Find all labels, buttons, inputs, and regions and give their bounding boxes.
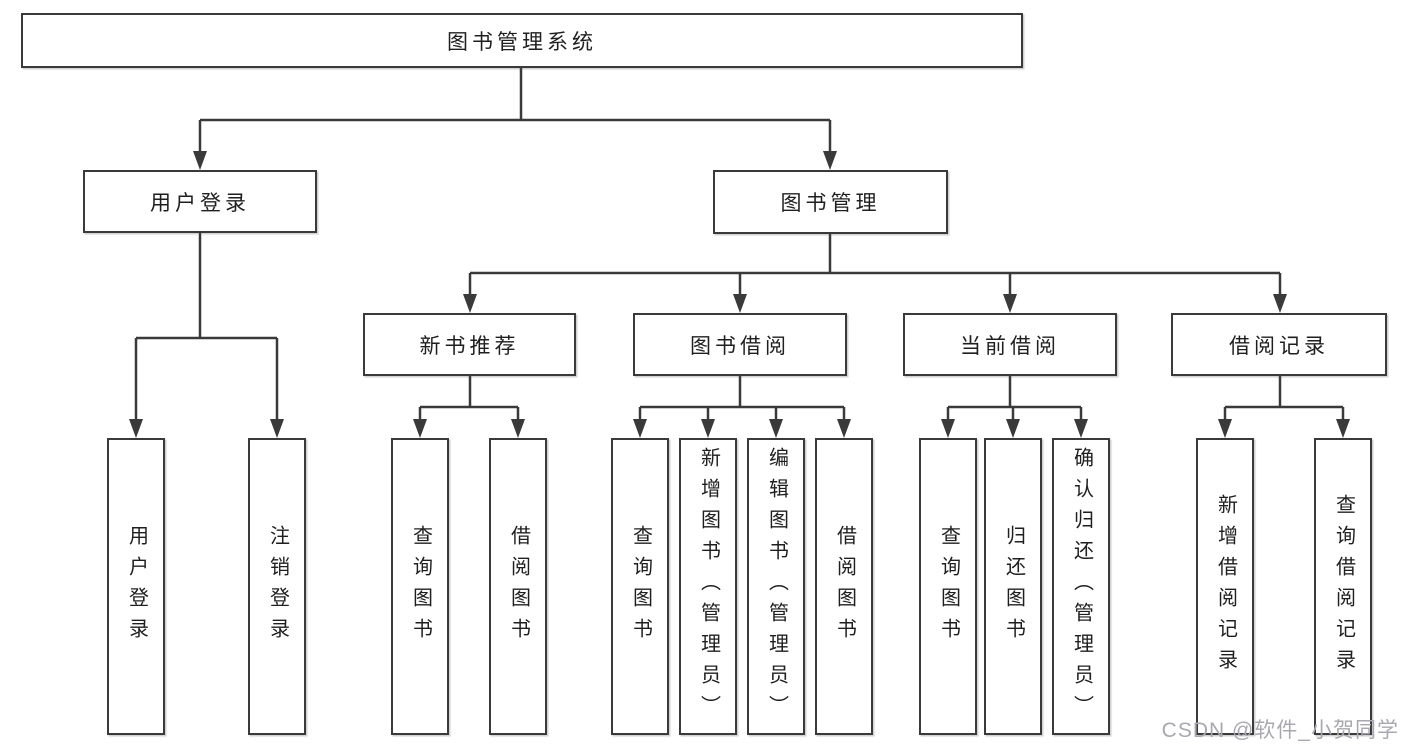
node-borrow-records: 借阅记录 bbox=[1171, 313, 1387, 376]
node-label: 查询图书 bbox=[409, 524, 432, 649]
node-confirm-return-admin: 确认归还（管理员） bbox=[1052, 438, 1110, 735]
node-label: 用户登录 bbox=[150, 191, 250, 215]
connector-new-book-recommend-children bbox=[418, 375, 520, 422]
node-label: 用户登录 bbox=[125, 524, 148, 649]
node-library-management-system: 图书管理系统 bbox=[21, 13, 1023, 68]
node-return-book: 归还图书 bbox=[984, 438, 1042, 735]
node-recommend-query-book: 查询图书 bbox=[391, 438, 449, 735]
node-recommend-borrow-book: 借阅图书 bbox=[489, 438, 547, 735]
node-label: 当前借阅 bbox=[960, 334, 1060, 358]
node-user-login: 用户登录 bbox=[83, 170, 317, 233]
node-label: 借阅图书 bbox=[507, 524, 530, 649]
node-add-book-admin: 新增图书（管理员） bbox=[679, 438, 737, 735]
node-borrow-query-book: 查询图书 bbox=[611, 438, 669, 735]
connector-borrow-records-children bbox=[1223, 375, 1345, 422]
node-label: 确认归还（管理员） bbox=[1070, 447, 1093, 726]
node-label: 查询图书 bbox=[629, 524, 652, 649]
node-label: 图书借阅 bbox=[690, 334, 790, 358]
node-logout-action: 注销登录 bbox=[248, 438, 306, 735]
csdn-watermark: CSDN @软件_小贺同学 bbox=[1161, 719, 1399, 742]
node-user-login-action: 用户登录 bbox=[107, 438, 165, 735]
node-book-borrow: 图书借阅 bbox=[633, 313, 847, 376]
node-new-book-recommend: 新书推荐 bbox=[363, 313, 576, 376]
node-label: 注销登录 bbox=[266, 524, 289, 649]
node-label: 借阅记录 bbox=[1229, 334, 1329, 358]
node-label: 新增借阅记录 bbox=[1214, 493, 1237, 680]
node-label: 归还图书 bbox=[1002, 524, 1025, 649]
connector-book-borrow-children bbox=[638, 375, 846, 422]
connector-user-login-children bbox=[134, 233, 279, 422]
connector-root-to-level2 bbox=[198, 68, 832, 154]
node-label: 图书管理 bbox=[780, 192, 881, 215]
node-label: 借阅图书 bbox=[833, 524, 856, 649]
node-add-borrow-record: 新增借阅记录 bbox=[1196, 438, 1254, 735]
node-label: 新书推荐 bbox=[419, 334, 520, 358]
node-borrow-book-action: 借阅图书 bbox=[815, 438, 873, 735]
node-label: 查询图书 bbox=[937, 524, 960, 649]
node-label: 图书管理系统 bbox=[447, 30, 597, 54]
node-book-management: 图书管理 bbox=[713, 170, 948, 234]
node-label: 查询借阅记录 bbox=[1332, 493, 1355, 680]
node-current-borrow: 当前借阅 bbox=[903, 313, 1117, 376]
arrowheads bbox=[129, 151, 1350, 438]
node-label: 新增图书（管理员） bbox=[697, 447, 720, 726]
connector-current-borrow-children bbox=[946, 375, 1083, 422]
node-current-query-book: 查询图书 bbox=[919, 438, 977, 735]
node-query-borrow-record: 查询借阅记录 bbox=[1314, 438, 1372, 735]
connector-book-management-children bbox=[468, 234, 1282, 297]
node-label: 编辑图书（管理员） bbox=[765, 447, 788, 726]
node-edit-book-admin: 编辑图书（管理员） bbox=[747, 438, 805, 735]
